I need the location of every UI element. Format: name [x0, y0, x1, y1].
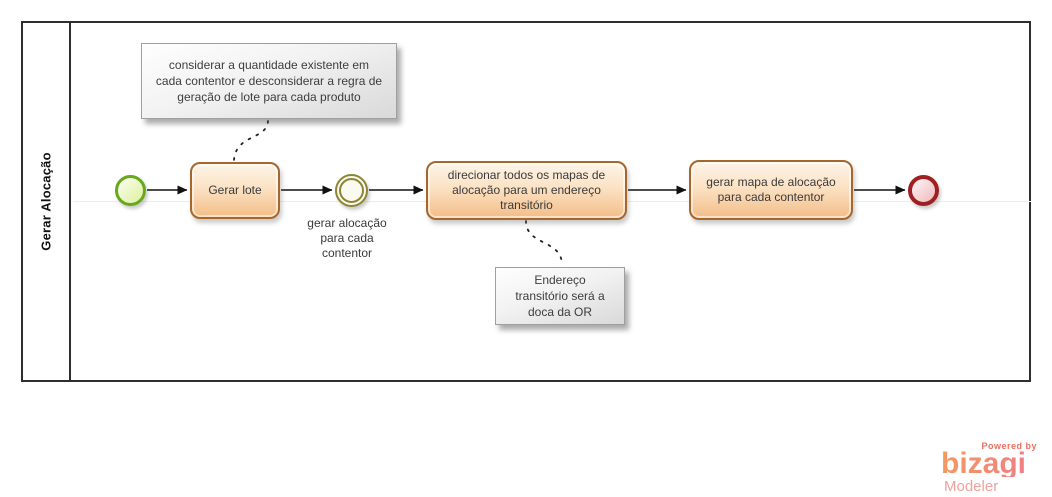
- text-annotation-lote: considerar a quantidade existente em cad…: [141, 43, 397, 119]
- lane-label: Gerar Alocação: [38, 152, 54, 251]
- powered-by-label: Powered by: [981, 441, 1037, 451]
- modeler-label: Modeler: [944, 478, 999, 495]
- text-annotation-endereco-text: Endereço transitório será a doca da OR: [515, 273, 605, 319]
- task-gerar-lote-label: Gerar lote: [208, 183, 262, 197]
- task-direcionar-mapas-label: direcionar todos os mapas de alocação pa…: [447, 168, 606, 212]
- bizagi-logo: bizagi: [941, 449, 1039, 479]
- intermediate-event: [335, 174, 368, 207]
- intermediate-event-label: gerar alocação para cada contentor: [307, 216, 387, 260]
- start-event: [115, 175, 146, 206]
- task-gerar-mapa-label: gerar mapa de alocação para cada content…: [706, 175, 836, 204]
- end-event: [908, 175, 939, 206]
- task-direcionar-mapas: direcionar todos os mapas de alocação pa…: [426, 161, 627, 220]
- intermediate-event-inner-ring: [339, 178, 364, 203]
- task-gerar-mapa: gerar mapa de alocação para cada content…: [689, 160, 853, 220]
- text-annotation-endereco: Endereço transitório será a doca da OR: [495, 267, 625, 325]
- lane-header: Gerar Alocação: [23, 23, 71, 380]
- task-gerar-lote: Gerar lote: [190, 162, 280, 219]
- text-annotation-lote-text: considerar a quantidade existente em cad…: [155, 58, 383, 104]
- bizagi-branding: Powered by bizagi Modeler: [941, 441, 1039, 495]
